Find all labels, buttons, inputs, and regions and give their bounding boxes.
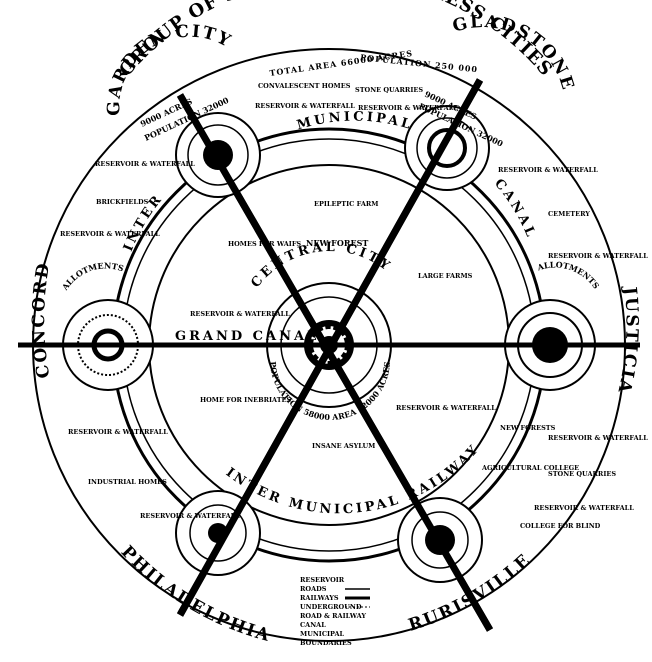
legend-item-6: MUNICIPAL	[300, 630, 345, 638]
label-reservoir-8: RESERVOIR & WATERFALL	[396, 404, 496, 412]
railway-overlay-1	[176, 93, 494, 632]
label-new-forest: NEW FOREST	[306, 238, 368, 248]
legend-item-2: RAILWAYS	[300, 594, 339, 602]
label-new-forests: NEW FORESTS	[500, 424, 556, 432]
label-allotments-right: ALLOTMENTS	[535, 259, 602, 290]
central-dot	[322, 338, 336, 352]
label-reservoir-9: RESERVOIR & WATERFALL	[548, 434, 648, 442]
label-allotments-left: ALLOTMENTS	[59, 260, 125, 292]
central-gear-icon	[305, 321, 353, 369]
label-reservoir-5: RESERVOIR & WATERFALL	[60, 230, 160, 238]
legend-item-3: UNDERGROUND	[300, 603, 362, 611]
bottom-legend-list: RESERVOIR ROADS RAILWAYS UNDERGROUND ROA…	[300, 576, 370, 647]
legend-item-7: BOUNDARIES	[300, 639, 352, 647]
legend-item-0: RESERVOIR	[300, 576, 345, 584]
label-homes-for-waifs: HOMES FOR WAIFS	[228, 240, 301, 248]
label-agricultural-college: AGRICULTURAL COLLEGE	[481, 464, 579, 472]
population-total: POPULATION 250 000	[360, 52, 479, 74]
label-industrial-homes: INDUSTRIAL HOMES	[88, 478, 167, 486]
label-stone-quarries-2: STONE QUARRIES	[548, 470, 616, 478]
legend-item-4: ROAD & RAILWAY	[300, 612, 366, 620]
label-epileptic-farm: EPILEPTIC FARM	[314, 200, 378, 208]
label-reservoir-10: RESERVOIR & WATERFALL	[68, 428, 168, 436]
label-reservoir-2: RESERVOIR & WATERFALL	[358, 104, 458, 112]
label-reservoir-12: RESERVOIR & WATERFALL	[534, 504, 634, 512]
label-home-for-inebriates: HOME FOR INEBRIATES	[200, 396, 292, 404]
label-brickfields: BRICKFIELDS	[96, 198, 149, 206]
label-large-farms: LARGE FARMS	[418, 272, 473, 280]
label-reservoir-1: RESERVOIR & WATERFALL	[255, 102, 355, 110]
label-reservoir-3: RESERVOIR & WATERFALL	[95, 160, 195, 168]
label-college-for-blind: COLLEGE FOR BLIND	[520, 522, 601, 530]
legend-item-5: CANAL	[300, 621, 326, 629]
central-city-stats: POPULATION 58000 AREA 12000 ACRES	[268, 361, 392, 422]
label-reservoir-4: RESERVOIR & WATERFALL	[498, 166, 598, 174]
city-name-justicia: JUSTICIA	[613, 284, 641, 396]
label-stone-quarries: STONE QUARRIES	[355, 86, 423, 94]
city-name-concord: CONCORD	[29, 260, 54, 379]
label-reservoir-7: RESERVOIR & WATERFALL	[190, 310, 290, 318]
label-grand-canal: GRAND CANAL	[175, 329, 319, 344]
label-reservoir-11: RESERVOIR & WATERFALL	[140, 512, 240, 520]
city-name-gladstone: GLADSTONE	[451, 12, 578, 94]
satellite-philadelphia	[175, 490, 261, 576]
legend-item-1: ROADS	[300, 585, 327, 593]
satellite-gladstone	[404, 105, 490, 191]
label-cemetery: CEMETERY	[548, 210, 590, 218]
label-convalescent-homes: CONVALESCENT HOMES	[258, 82, 351, 90]
label-reservoir-6: RESERVOIR & WATERFALL	[548, 252, 648, 260]
label-insane-asylum: INSANE ASYLUM	[312, 442, 375, 450]
